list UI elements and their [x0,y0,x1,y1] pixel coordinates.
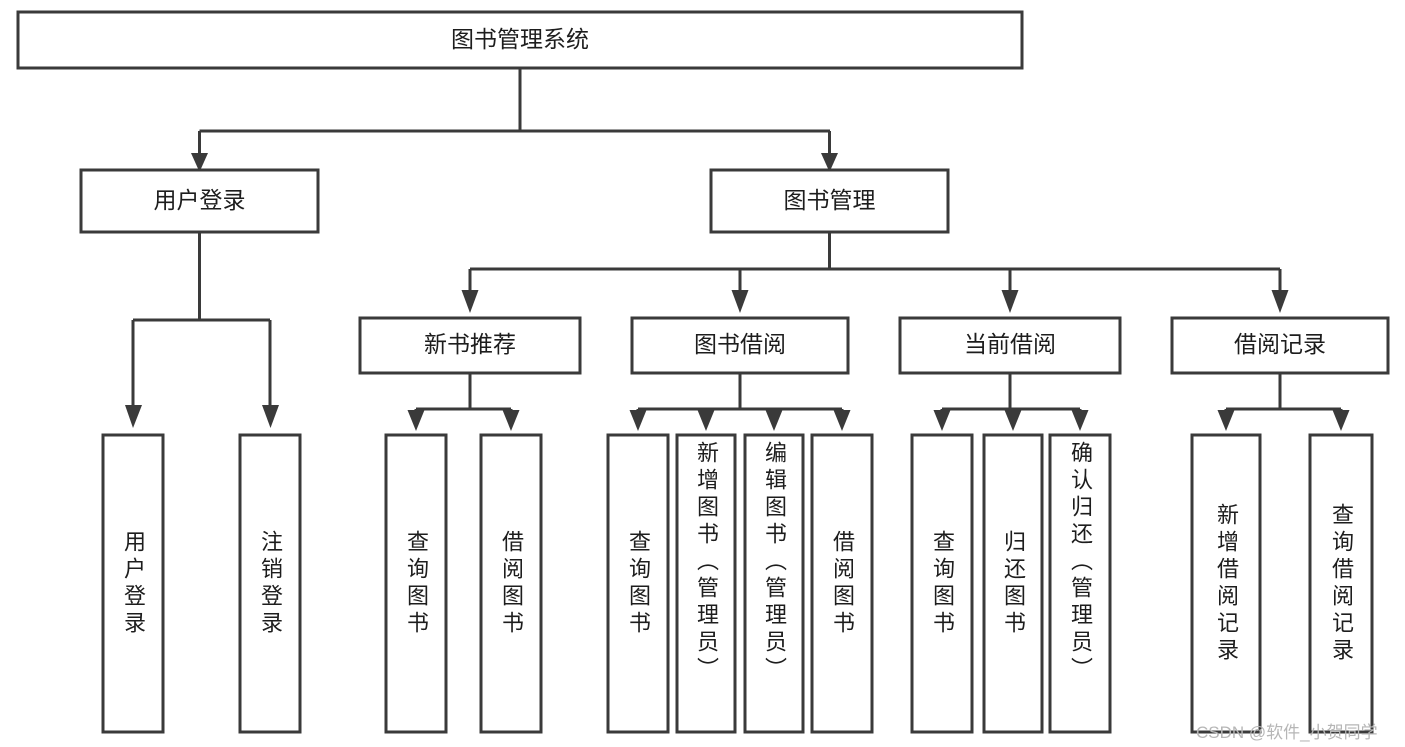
node-leaf-add-book-admin-box[interactable] [675,433,737,734]
node-book-manage-label: 图书管理 [784,187,876,213]
node-leaf-borrow-book-box[interactable] [810,433,874,734]
node-book-manage[interactable]: 图书管理 [709,168,950,234]
node-new-book-recommend[interactable]: 新书推荐 [358,316,582,375]
node-new-book-recommend-box[interactable] [358,316,582,375]
arrow-to-leaf-edit-book-admin [765,410,783,431]
connector-user-login-to-leaves [125,232,279,428]
arrow-to-leaf-query-book-current [933,410,951,431]
arrow-to-leaf-borrow-book [833,410,851,431]
connector-borrow-record-to-leaves [1217,373,1350,431]
node-user-login-label: 用户登录 [154,187,246,213]
node-leaf-user-login-box[interactable] [101,433,165,734]
arrow-to-leaf-confirm-return-admin [1071,410,1089,431]
arrow-to-borrow-record [1271,290,1289,313]
node-borrow-record-box[interactable] [1170,316,1390,375]
node-book-borrow-box[interactable] [630,316,850,375]
node-leaf-query-book-current-box[interactable] [910,433,974,734]
node-leaf-query-book-rec-box[interactable] [384,433,448,734]
node-leaf-logout-login-box[interactable] [238,433,302,734]
arrow-to-leaf-logout [262,405,279,428]
node-book-borrow-label: 图书借阅 [694,331,786,357]
arrow-to-current-borrow [1001,290,1019,313]
csdn-watermark: CSDN @软件_小贺同学 [1196,723,1378,742]
connector-root-to-level2 [191,68,838,172]
node-root[interactable]: 图书管理系统 [16,10,1024,70]
connector-book-manage-to-level3 [461,232,1289,313]
arrow-to-leaf-query-book-rec [407,410,425,431]
node-leaf-query-borrow-record-box[interactable] [1308,433,1374,734]
arrow-to-leaf-borrow-book-rec [502,410,520,431]
node-leaf-borrow-book-rec-box[interactable] [479,433,543,734]
arrow-to-leaf-user-login [125,405,142,428]
node-book-borrow[interactable]: 图书借阅 [630,316,850,375]
arrow-to-new-book-recommend [461,290,479,313]
node-book-manage-box[interactable] [709,168,950,234]
node-leaf-edit-book-admin-box[interactable] [743,433,805,734]
node-root-label: 图书管理系统 [451,26,589,52]
node-current-borrow-label: 当前借阅 [964,331,1056,357]
node-leaf-query-book-borrow-box[interactable] [606,433,670,734]
node-leaf-confirm-return-admin-box[interactable] [1048,433,1112,734]
node-current-borrow[interactable]: 当前借阅 [898,316,1122,375]
arrow-to-leaf-return-book [1004,410,1022,431]
arrow-to-book-manage [821,153,838,172]
node-leaf-add-borrow-record-box[interactable] [1190,433,1262,734]
arrow-to-leaf-add-borrow-record [1217,410,1235,431]
arrow-to-leaf-query-book-borrow [629,410,647,431]
node-new-book-recommend-label: 新书推荐 [424,331,516,357]
node-borrow-record[interactable]: 借阅记录 [1170,316,1390,375]
node-user-login[interactable]: 用户登录 [79,168,320,234]
arrow-to-leaf-add-book-admin [697,410,715,431]
node-leaf-return-book-box[interactable] [982,433,1044,734]
leaf-boxes [101,433,1374,734]
node-user-login-box[interactable] [79,168,320,234]
node-borrow-record-label: 借阅记录 [1234,331,1326,357]
arrow-to-book-borrow [731,290,749,313]
connector-current-borrow-to-leaves [933,373,1089,431]
connector-book-borrow-to-leaves [629,373,851,431]
node-current-borrow-box[interactable] [898,316,1122,375]
arrow-to-leaf-query-borrow-record [1332,410,1350,431]
node-root-box[interactable] [16,10,1024,70]
arrow-to-user-login [191,153,208,172]
connector-new-book-recommend-to-leaves [407,373,520,431]
